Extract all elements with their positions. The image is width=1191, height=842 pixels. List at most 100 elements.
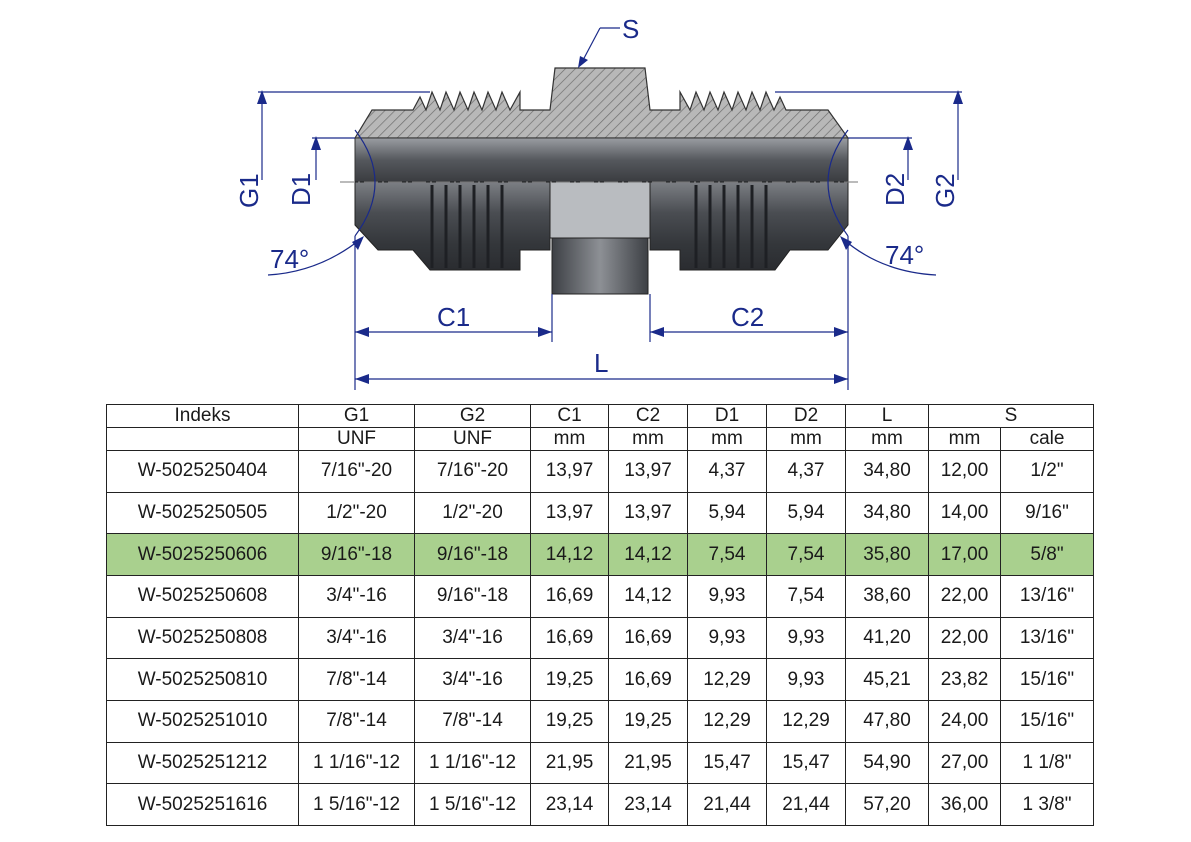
label-angle-left: 74° [270, 244, 309, 274]
table-cell: 23,82 [928, 658, 1001, 701]
d2-dimension: D2 [848, 136, 913, 206]
unit-cell: mm [687, 427, 767, 451]
header-row: Indeks G1 G2 C1 C2 D1 D2 L S [106, 404, 1094, 428]
table-cell: 3/4"-16 [298, 616, 415, 660]
header-cell: C1 [530, 404, 609, 428]
table-cell: 3/4"-16 [298, 574, 415, 618]
index-cell: W-5025250404 [106, 450, 299, 493]
table-cell: 4,37 [687, 450, 767, 493]
table-cell: 1/2" [1000, 450, 1094, 493]
table-cell: 9,93 [766, 616, 846, 660]
table-cell: 3/4"-16 [414, 616, 531, 660]
table-cell: 16,69 [530, 574, 609, 618]
unit-cell: mm [766, 427, 846, 451]
table-cell: 14,12 [608, 533, 688, 576]
table-cell: 3/4"-16 [414, 658, 531, 701]
table-cell: 17,00 [928, 533, 1001, 576]
table-cell: 12,29 [766, 699, 846, 743]
bore [354, 137, 849, 183]
unit-cell: mm [845, 427, 929, 451]
table-cell: 9,93 [766, 658, 846, 701]
table-cell: 15,47 [766, 741, 846, 785]
table-cell: 9,93 [687, 616, 767, 660]
table-cell: 34,80 [845, 491, 929, 535]
table-cell: 21,44 [687, 783, 767, 826]
table-cell: 1 1/8" [1000, 741, 1094, 785]
label-angle-right: 74° [885, 240, 924, 270]
table-cell: 16,69 [608, 658, 688, 701]
d1-dimension: D1 [286, 136, 355, 206]
table-cell: 1 5/16"-12 [298, 783, 415, 826]
table-cell: 5/8" [1000, 533, 1094, 576]
header-cell: D1 [687, 404, 767, 428]
external-half [354, 181, 849, 295]
table-cell: 9/16"-18 [414, 533, 531, 576]
c1-dimension: C1 [355, 302, 552, 337]
table-cell: 1 1/16"-12 [298, 741, 415, 785]
table-cell: 1/2"-20 [414, 491, 531, 535]
table-cell: 38,60 [845, 574, 929, 618]
table-cell: 47,80 [845, 699, 929, 743]
table-cell: 24,00 [928, 699, 1001, 743]
unit-cell: mm [928, 427, 1001, 451]
header-cell: Indeks [106, 404, 299, 428]
table-cell: 7,54 [766, 574, 846, 618]
table-cell: 57,20 [845, 783, 929, 826]
table-cell: 7/8"-14 [298, 699, 415, 743]
index-cell: W-5025251616 [106, 783, 299, 826]
table-cell: 15/16" [1000, 699, 1094, 743]
unit-cell: mm [608, 427, 688, 451]
label-c1: C1 [437, 302, 470, 332]
table-cell: 16,69 [530, 616, 609, 660]
index-cell: W-5025250505 [106, 491, 299, 535]
table-cell: 13/16" [1000, 616, 1094, 660]
index-cell: W-5025250606 [106, 533, 299, 576]
table-cell: 9,93 [687, 574, 767, 618]
table-cell: 13,97 [530, 450, 609, 493]
section-half [353, 67, 850, 139]
table-cell: 27,00 [928, 741, 1001, 785]
table-cell: 13,97 [608, 491, 688, 535]
unit-cell: UNF [298, 427, 415, 451]
table-cell: 12,00 [928, 450, 1001, 493]
table-cell: 15,47 [687, 741, 767, 785]
unit-cell: UNF [414, 427, 531, 451]
table-cell: 9/16" [1000, 491, 1094, 535]
specification-table: Indeks G1 G2 C1 C2 D1 D2 L S UNF UNF mm … [106, 404, 1094, 826]
table-cell: 22,00 [928, 574, 1001, 618]
c2-dimension: C2 [650, 302, 848, 337]
table-cell: 14,12 [530, 533, 609, 576]
table-cell: 9/16"-18 [414, 574, 531, 618]
table-cell: 15/16" [1000, 658, 1094, 701]
label-s: S [622, 14, 639, 44]
table-cell: 45,21 [845, 658, 929, 701]
table-cell: 22,00 [928, 616, 1001, 660]
angle-left: 74° [267, 236, 364, 276]
table-cell: 35,80 [845, 533, 929, 576]
table-cell: 34,80 [845, 450, 929, 493]
table-cell: 21,95 [608, 741, 688, 785]
table-cell: 13/16" [1000, 574, 1094, 618]
g1-dimension: G1 [234, 90, 430, 208]
table-cell: 1/2"-20 [298, 491, 415, 535]
table-cell: 13,97 [608, 450, 688, 493]
table-cell: 4,37 [766, 450, 846, 493]
table-cell: 1 1/16"-12 [414, 741, 531, 785]
table-cell: 5,94 [687, 491, 767, 535]
table-cell: 16,69 [608, 616, 688, 660]
units-row: UNF UNF mm mm mm mm mm mm cale [106, 427, 1094, 451]
header-cell: L [845, 404, 929, 428]
table-cell: 19,25 [530, 699, 609, 743]
header-cell: G2 [414, 404, 531, 428]
unit-cell: cale [1000, 427, 1094, 451]
table-cell: 36,00 [928, 783, 1001, 826]
angle-right: 74° [840, 236, 937, 276]
header-cell: D2 [766, 404, 846, 428]
